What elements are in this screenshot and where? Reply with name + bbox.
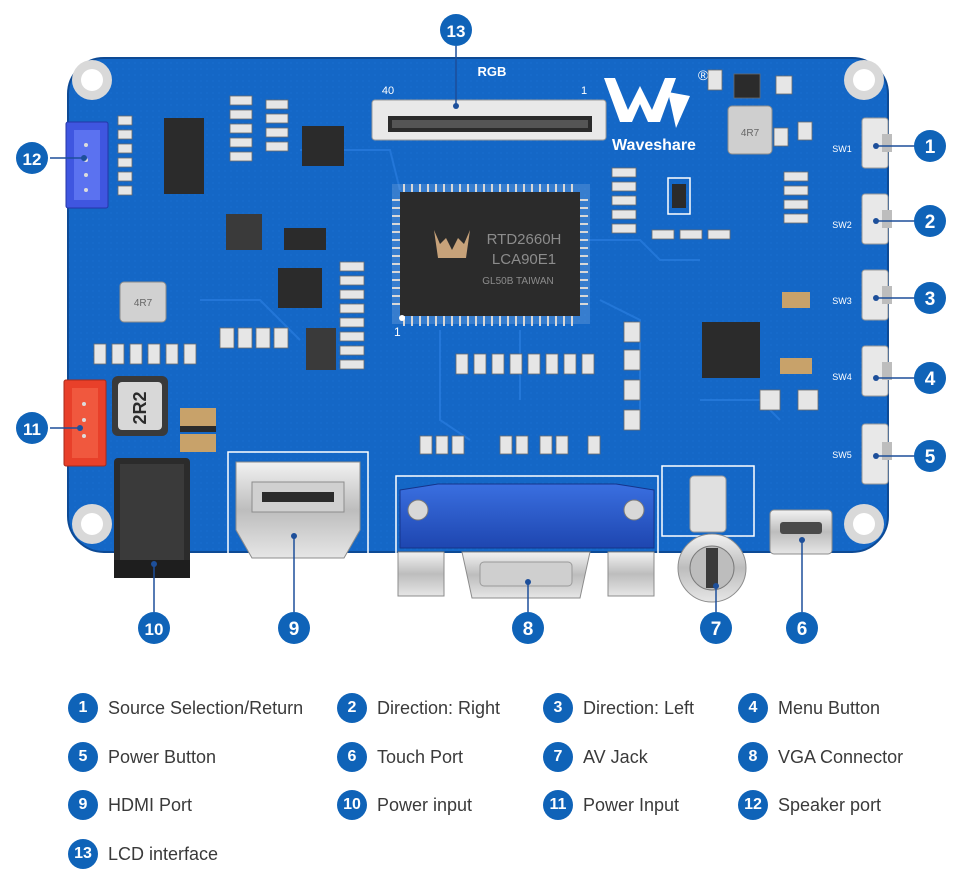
switch-sw4: SW4 xyxy=(832,345,892,397)
inductor-label-small-2: 4R7 xyxy=(741,128,760,139)
svg-text:9: 9 xyxy=(289,619,300,640)
callout-7: 7 xyxy=(700,612,732,644)
small-ics xyxy=(164,118,760,378)
connector-pin-left: 40 xyxy=(382,85,394,97)
callout-13: 13 xyxy=(440,14,472,46)
callout-leader-dots xyxy=(77,103,879,589)
svg-text:13: 13 xyxy=(447,22,466,41)
inductor-label-small-1: 4R7 xyxy=(134,298,153,309)
svg-text:4: 4 xyxy=(925,369,936,390)
switch-label-sw4: SW4 xyxy=(832,372,852,382)
switch-label-sw5: SW5 xyxy=(832,450,852,460)
callout-12: 12 xyxy=(16,142,48,174)
switch-sw1: SW1 xyxy=(832,117,892,169)
callout-10: 10 xyxy=(138,612,170,644)
dc-barrel-jack xyxy=(114,458,190,578)
chip-text-2: LCA90E1 xyxy=(492,251,556,268)
svg-text:5: 5 xyxy=(925,447,936,468)
svg-text:8: 8 xyxy=(523,619,534,640)
capacitors xyxy=(180,292,812,452)
svg-text:11: 11 xyxy=(23,420,41,439)
waveshare-logo: ® Waveshare xyxy=(604,67,709,154)
speaker-connector xyxy=(65,121,109,209)
svg-text:10: 10 xyxy=(145,620,164,639)
chip-logo-icon xyxy=(434,230,470,258)
main-chip: RTD2660H LCA90E1 GL50B TAIWAN 1 xyxy=(392,184,590,339)
callout-4: 4 xyxy=(914,362,946,394)
chip-text-3: GL50B TAIWAN xyxy=(482,276,554,287)
inductor-label-big: 2R2 xyxy=(130,391,150,424)
callout-leaders xyxy=(50,46,916,612)
vga-port xyxy=(395,475,659,599)
power-connector-red xyxy=(63,379,107,467)
svg-text:6: 6 xyxy=(797,619,808,640)
mounting-holes xyxy=(72,60,884,544)
callout-5: 5 xyxy=(914,440,946,472)
switch-label-sw1: SW1 xyxy=(832,144,852,154)
callout-11: 11 xyxy=(16,412,48,444)
registered-mark: ® xyxy=(698,67,709,83)
hdmi-port xyxy=(227,451,369,559)
callout-9: 9 xyxy=(278,612,310,644)
passive-components xyxy=(93,69,819,455)
av-jack xyxy=(661,465,755,603)
brand-label: Waveshare xyxy=(612,137,696,154)
touch-usb-port xyxy=(769,509,833,555)
svg-text:3: 3 xyxy=(925,289,936,310)
switch-label-sw2: SW2 xyxy=(832,220,852,230)
callout-6: 6 xyxy=(786,612,818,644)
chip-pin1-mark: 1 xyxy=(394,325,401,339)
callout-1: 1 xyxy=(914,130,946,162)
connector-label: RGB xyxy=(478,64,507,79)
callout-2: 2 xyxy=(914,205,946,237)
tactile-switches: SW1 SW2 SW3 SW4 SW5 xyxy=(832,117,892,485)
connector-pin-right: 1 xyxy=(581,85,587,97)
svg-text:2: 2 xyxy=(925,212,936,233)
callout-3: 3 xyxy=(914,282,946,314)
callout-8: 8 xyxy=(512,612,544,644)
switch-sw3: SW3 xyxy=(832,269,892,321)
svg-text:7: 7 xyxy=(711,619,722,640)
inductors: 2R2 4R7 4R7 xyxy=(112,105,773,436)
switch-label-sw3: SW3 xyxy=(832,296,852,306)
callout-badges: 1 2 3 4 5 6 7 8 9 10 11 12 13 xyxy=(16,14,946,644)
svg-text:1: 1 xyxy=(925,137,936,158)
rgb-lcd-connector: RGB 40 1 xyxy=(371,64,607,141)
chip-text-1: RTD2660H xyxy=(487,231,562,248)
svg-text:12: 12 xyxy=(23,150,42,169)
